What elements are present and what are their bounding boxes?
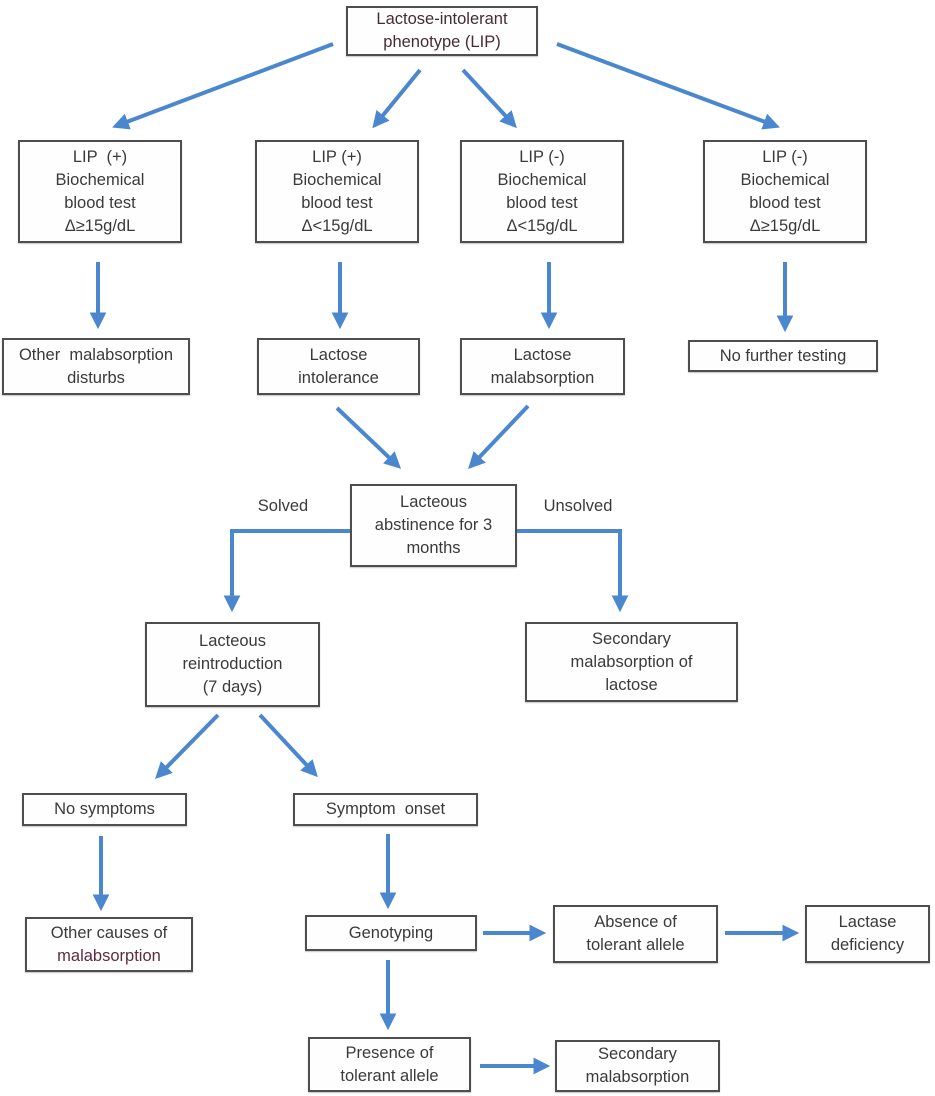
node-text-line: LIP (+)	[72, 147, 128, 166]
node-text-line: No symptoms	[54, 800, 155, 818]
arrow-unsolved-to-secondary-malabsorption	[517, 529, 629, 613]
node-other-malabsorption-disturbs: Other malabsorption disturbs	[2, 338, 190, 395]
node-text-line: Other malabsorption	[18, 345, 174, 364]
node-lip-positive-high-delta: LIP (+) Biochemical blood test Δ≥15g/dL	[18, 140, 182, 243]
node-text-line: tolerant allele	[340, 1066, 439, 1085]
node-text-line: phenotype (LIP)	[383, 33, 501, 51]
node-lactose-intolerant-phenotype: Lactose-intolerant phenotype (LIP)	[346, 6, 538, 56]
node-text-line: malabsorption	[57, 946, 161, 965]
node-text-line: No further testing	[719, 346, 847, 365]
node-text-line: Δ<15g/dL	[301, 216, 373, 235]
node-text-line: Other causes of	[50, 923, 168, 942]
node-lactose-malabsorption: Lactose malabsorption	[460, 338, 625, 395]
node-text-line: reintroduction	[182, 655, 283, 673]
node-secondary-malabsorption-of-lactose: Secondary malabsorption of lactose	[525, 622, 738, 702]
node-text-line: LIP (+)	[312, 147, 362, 166]
node-text-line: Δ≥15g/dL	[749, 216, 821, 235]
arrow-malabsorption-to-abstinence	[468, 404, 530, 470]
node-text-line: Δ<15g/dL	[506, 216, 578, 235]
node-text-line: Lacteous	[400, 493, 467, 511]
node-genotyping: Genotyping	[305, 915, 477, 951]
node-text-line: malabsorption	[490, 368, 595, 387]
node-text-line: Biochemical	[740, 170, 830, 189]
node-lactase-deficiency: Lactase deficiency	[805, 905, 930, 963]
arrow-reintroduction-to-no-symptoms	[155, 713, 220, 779]
node-text-line: blood test	[64, 193, 136, 212]
node-text-line: blood test	[301, 193, 373, 212]
node-text-line: deficiency	[830, 936, 905, 954]
node-lip-negative-low-delta: LIP (-) Biochemical blood test Δ<15g/dL	[460, 140, 624, 243]
node-text-line: blood test	[506, 193, 578, 212]
node-secondary-malabsorption: Secondary malabsorption	[555, 1040, 720, 1092]
node-text-line: Genotyping	[348, 923, 434, 942]
edge-label-unsolved: Unsolved	[543, 497, 613, 515]
node-text-line: malabsorption	[585, 1068, 690, 1086]
node-text-line: Δ≥15g/dL	[64, 216, 136, 235]
node-symptom-onset: Symptom onset	[293, 793, 478, 826]
node-text-line: (7 days)	[202, 678, 263, 696]
node-text-line: Lactose-intolerant	[376, 10, 508, 28]
node-text-line: months	[406, 539, 461, 557]
node-text-line: Lactose	[309, 345, 368, 364]
arrow-lip-to-lip-pos-high	[112, 42, 334, 130]
node-no-further-testing: No further testing	[688, 340, 878, 372]
arrow-intolerance-to-abstinence	[335, 406, 402, 469]
node-text-line: abstinence for 3	[374, 516, 493, 534]
node-lactose-intolerance: Lactose intolerance	[257, 338, 420, 395]
node-text-line: lactose	[605, 675, 658, 694]
node-text-line: LIP (-)	[762, 147, 808, 166]
node-presence-of-tolerant-allele: Presence of tolerant allele	[308, 1037, 471, 1092]
node-text-line: Lacteous	[199, 632, 266, 650]
node-text-line: intolerance	[298, 368, 379, 387]
node-text-line: Symptom onset	[325, 800, 446, 818]
node-lacteous-abstinence: Lacteous abstinence for 3 months	[350, 484, 517, 567]
arrow-solved-to-reintroduction	[223, 529, 350, 613]
arrow-reintroduction-to-symptom-onset	[258, 713, 318, 778]
node-absence-of-tolerant-allele: Absence of tolerant allele	[553, 905, 718, 963]
node-text-line: Biochemical	[497, 170, 587, 189]
arrow-lip-to-lip-pos-low	[372, 68, 422, 129]
node-text-line: Lactose	[513, 345, 572, 364]
edge-label-solved: Solved	[257, 497, 309, 515]
arrow-lip-to-lip-neg-high	[556, 42, 780, 130]
node-text-line: Biochemical	[292, 170, 382, 189]
node-text-line: LIP (-)	[519, 147, 565, 166]
node-text-line: tolerant allele	[586, 936, 685, 954]
node-text-line: Secondary	[592, 629, 671, 648]
node-text-line: malabsorption of	[570, 652, 693, 671]
node-lip-negative-high-delta: LIP (-) Biochemical blood test Δ≥15g/dL	[703, 140, 867, 243]
node-no-symptoms: No symptoms	[22, 793, 187, 826]
node-text-line: Presence of	[345, 1043, 434, 1062]
node-lip-positive-low-delta: LIP (+) Biochemical blood test Δ<15g/dL	[255, 140, 419, 243]
node-text-line: Biochemical	[55, 170, 145, 189]
node-text-line: disturbs	[67, 368, 125, 387]
node-other-causes-of-malabsorption: Other causes of malabsorption	[25, 917, 193, 972]
node-text-line: Lactase	[838, 913, 897, 931]
node-text-line: Secondary	[598, 1045, 677, 1063]
node-lacteous-reintroduction: Lacteous reintroduction (7 days)	[145, 622, 320, 707]
arrow-lip-to-lip-neg-low	[461, 68, 517, 129]
node-text-line: blood test	[749, 193, 821, 212]
node-text-line: Absence of	[594, 913, 677, 931]
